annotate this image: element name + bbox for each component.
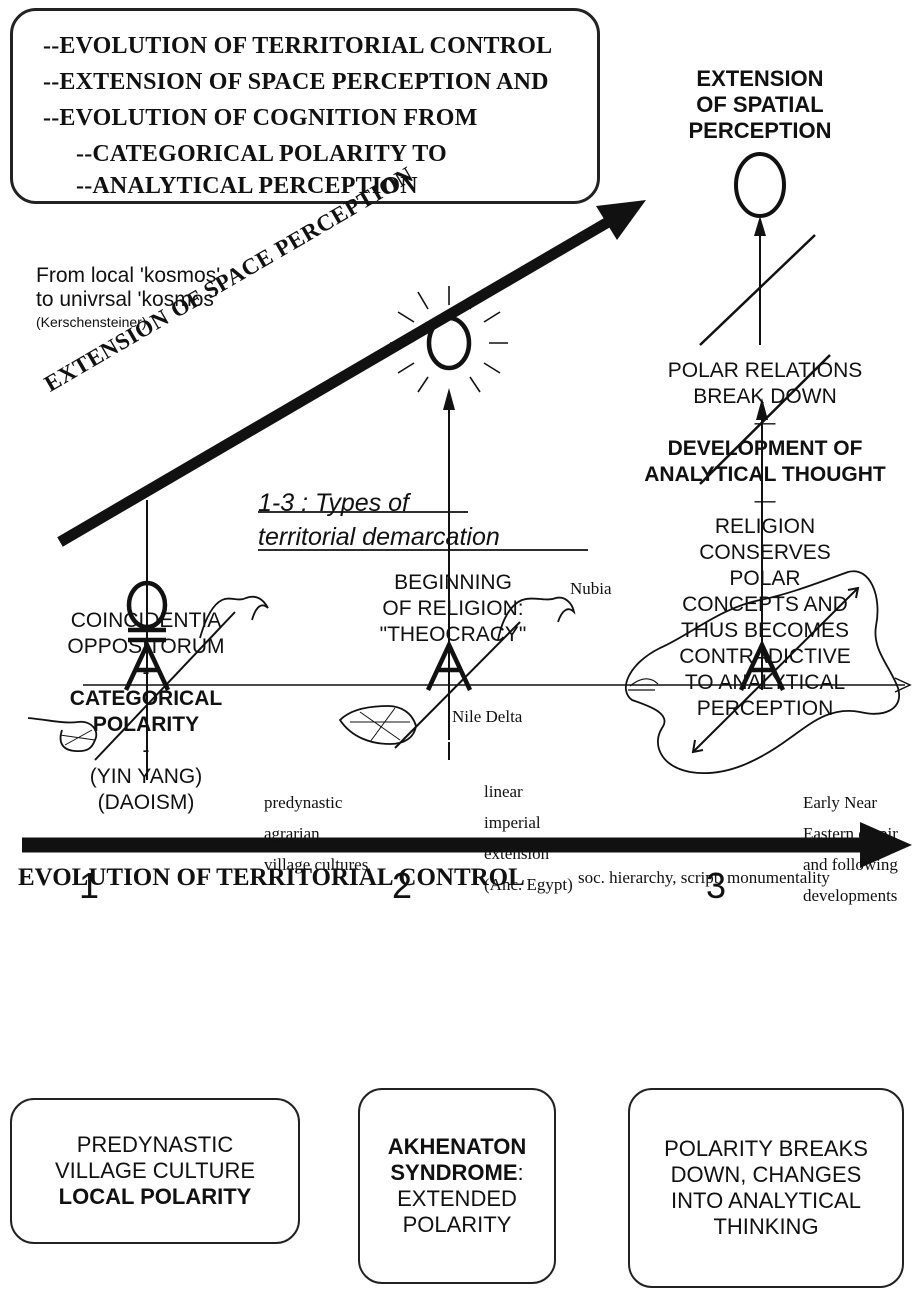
col3-number: 3 [706, 865, 727, 906]
col2-number: 2 [392, 865, 413, 906]
box-local-polarity: PREDYNASTIC VILLAGE CULTURE LOCAL POLARI… [10, 1098, 300, 1244]
summary-line: --CATEGORICAL POLARITY TO [76, 141, 447, 167]
box-akhenaton: AKHENATON SYNDROME: EXTENDED POLARITY [358, 1088, 556, 1284]
polarity-symbol-1 [27, 500, 269, 780]
col2-label: BEGINNING OF RELIGION: "THEOCRACY" [379, 571, 527, 646]
nile-delta-label: Nile Delta [452, 707, 523, 726]
theocracy-symbol-2 [338, 286, 576, 760]
col2-notes: linear imperial extension (Anc. Egypt) [484, 782, 573, 894]
extension-heading: EXTENSION OF SPATIAL PERCEPTION [688, 66, 832, 143]
kosmos-note: From local 'kosmos' to univrsal 'kosmos'… [36, 264, 221, 330]
col1-notes: predynastic agrarian village cultures [264, 793, 369, 874]
evolution-label: EVOLUTION OF TERRITORIAL CONTROL [18, 864, 525, 891]
col1-label: COINCIDENTIA OPPOSITORUM - CATEGORICAL P… [67, 609, 225, 814]
nubia-label: Nubia [570, 579, 612, 598]
polar-relations-note: POLAR RELATIONS BREAK DOWN — DEVELOPMENT… [644, 359, 886, 720]
summary-line: --EVOLUTION OF TERRITORIAL CONTROL [43, 33, 553, 59]
col3-notes: Early Near Eastern empir and following d… [803, 793, 898, 905]
summary-line: --ANALYTICAL PERCEPTION [76, 173, 418, 199]
summary-line: --EXTENSION OF SPACE PERCEPTION AND [43, 69, 549, 95]
space-perception-arrow [57, 200, 646, 547]
evolution-sub: soc. hierarchy, script, monumentality [578, 868, 830, 887]
summary-box: --EVOLUTION OF TERRITORIAL CONTROL --EXT… [10, 8, 600, 204]
territorial-control-arrow [22, 822, 912, 868]
types-title: 1-3 : Types of territorial demarcation [258, 489, 500, 551]
col1-number: 1 [79, 865, 100, 906]
analytical-symbol-3 [625, 354, 901, 774]
spatial-perception-symbol [699, 152, 816, 346]
summary-line: --EVOLUTION OF COGNITION FROM [43, 105, 478, 131]
box-analytical: POLARITY BREAKS DOWN, CHANGES INTO ANALY… [628, 1088, 904, 1288]
